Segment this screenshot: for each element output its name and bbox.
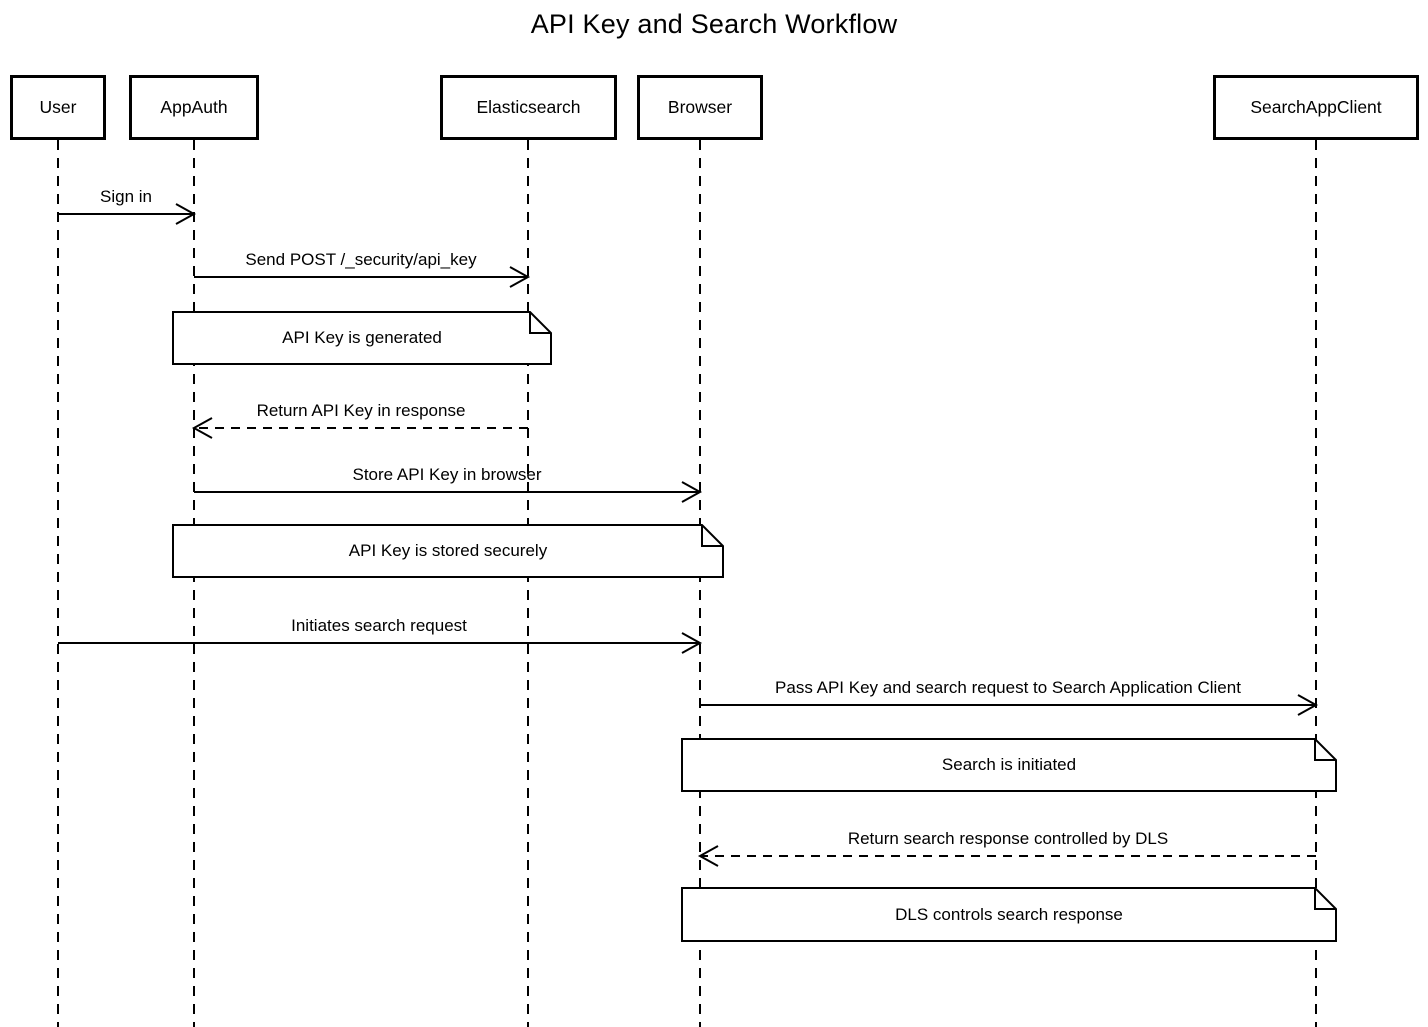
actor-label: User [39, 97, 77, 117]
message-arrow-dashed [191, 417, 528, 439]
actor-box-elasticsearch: Elasticsearch [440, 75, 617, 140]
message-arrow-solid [58, 203, 197, 225]
actor-box-user: User [10, 75, 106, 140]
actor-label: AppAuth [160, 97, 228, 117]
actor-label: Elasticsearch [476, 97, 581, 117]
actor-box-appauth: AppAuth [129, 75, 259, 140]
message-arrow-solid [58, 632, 703, 654]
actor-label: Browser [667, 97, 733, 117]
message-label: Initiates search request [291, 616, 467, 635]
note: API Key is generated [172, 311, 552, 365]
note: Search is initiated [681, 738, 1337, 792]
note-shape [172, 524, 724, 578]
message-arrow-solid [700, 694, 1319, 716]
actor-label: SearchAppClient [1250, 97, 1382, 117]
note-shape [681, 738, 1337, 792]
note-label: Search is initiated [941, 755, 1077, 774]
message-label: Pass API Key and search request to Searc… [775, 678, 1241, 697]
message-label: Store API Key in browser [352, 465, 542, 484]
note: API Key is stored securely [172, 524, 724, 578]
lifeline-user [57, 140, 59, 1027]
note-shape [172, 311, 552, 365]
note: DLS controls search response [681, 887, 1337, 942]
note-label: API Key is stored securely [348, 541, 548, 560]
message-label: Sign in [100, 187, 152, 206]
message-arrow-dashed [697, 845, 1316, 867]
message-label: Return search response controlled by DLS [847, 829, 1169, 848]
actor-box-searchappclient: SearchAppClient [1213, 75, 1419, 140]
lifeline-appauth [193, 140, 195, 1027]
actor-box-browser: Browser [637, 75, 763, 140]
note-label: API Key is generated [282, 328, 442, 347]
note-shape [681, 887, 1337, 942]
message-label: Send POST /_security/api_key [245, 250, 477, 269]
message-arrow-solid [194, 266, 531, 288]
note-label: DLS controls search response [895, 904, 1123, 924]
message-arrow-solid [194, 481, 703, 503]
lifeline-searchappclient [1315, 140, 1317, 1027]
lifeline-browser [699, 140, 701, 1027]
lifeline-elasticsearch [527, 140, 529, 1027]
diagram-title: API Key and Search Workflow [530, 9, 898, 39]
message-label: Return API Key in response [256, 401, 466, 420]
